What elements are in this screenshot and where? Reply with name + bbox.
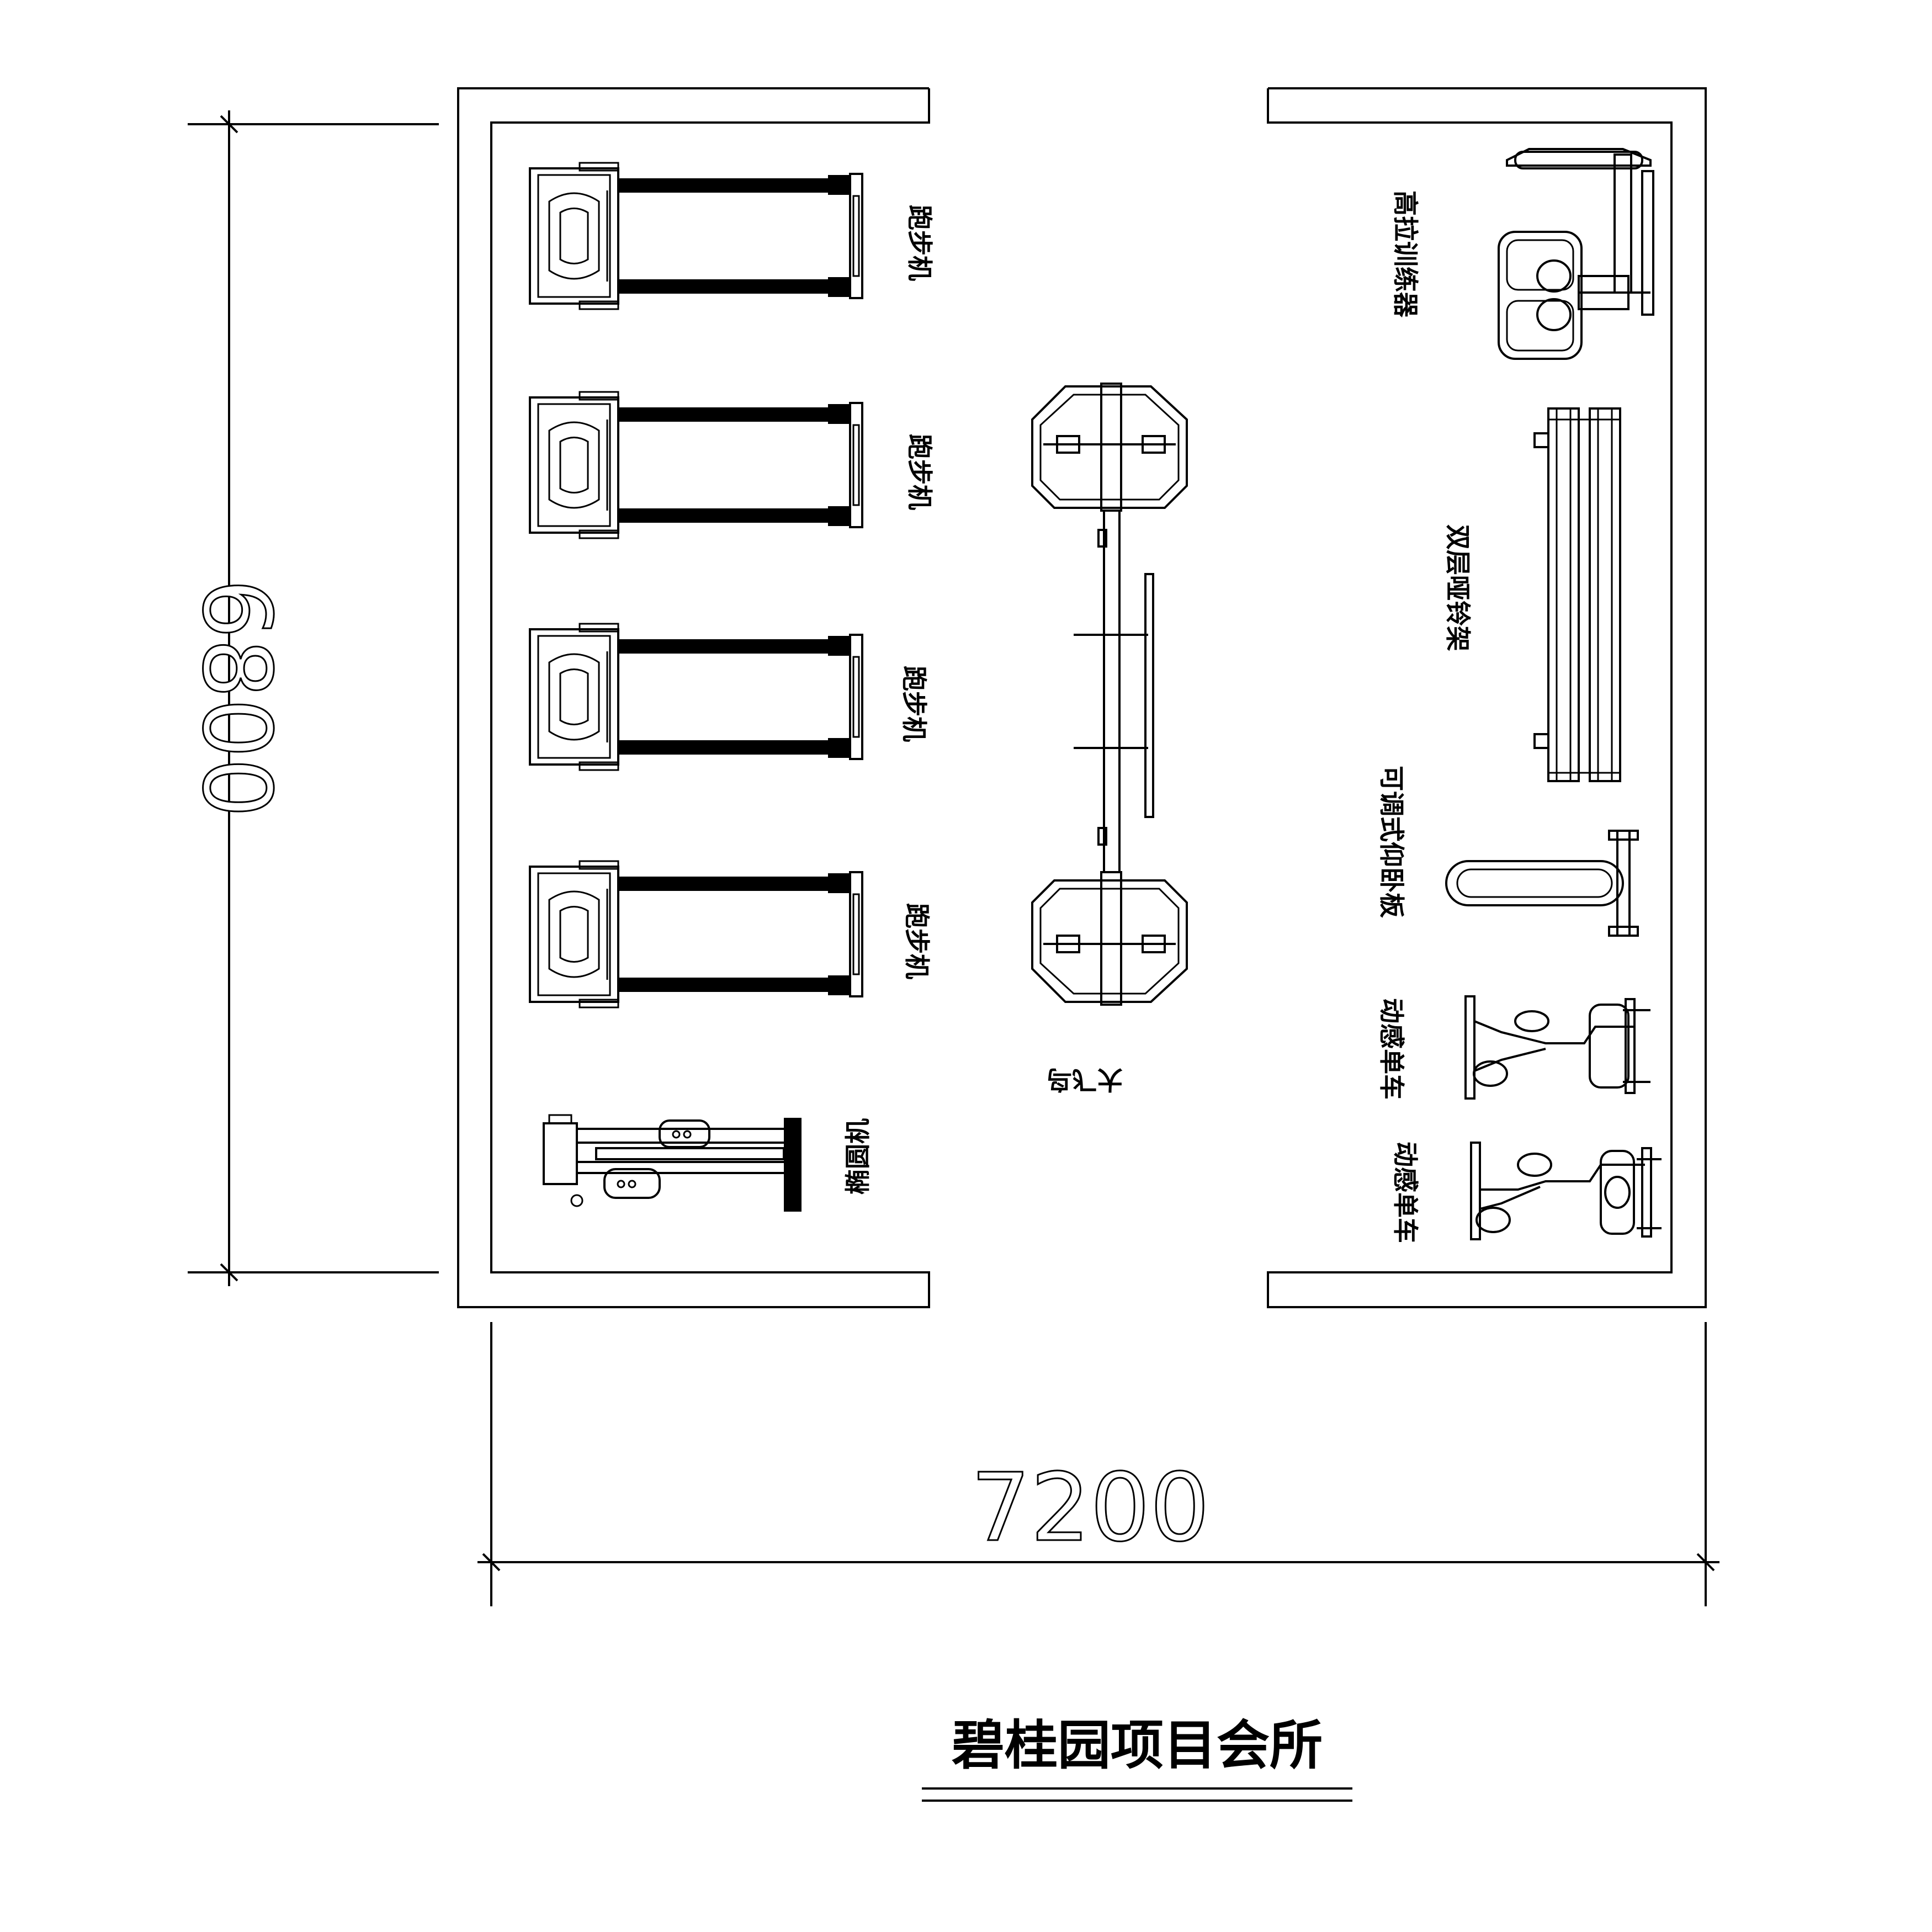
- spin-bike-2-label: 动感单车: [1390, 1142, 1420, 1243]
- spin-bike-1: [1464, 995, 1650, 1100]
- treadmill-1: [529, 162, 863, 310]
- treadmill-4-label: 跑步机: [902, 903, 932, 979]
- spin-bike-1-label: 动感单车: [1377, 998, 1406, 1100]
- situp-board: [1445, 830, 1639, 937]
- elliptical-label: 椭圆机: [843, 1118, 873, 1195]
- title-block: 碧桂园项目会所: [922, 1715, 1352, 1802]
- dumbbell-rack: [1533, 407, 1621, 782]
- height-dimension-text: 6800: [182, 579, 291, 818]
- width-dimension: 7200: [477, 1322, 1719, 1606]
- cable-crossover: [1031, 383, 1188, 1006]
- lat-pull-label: 高拉训练器: [1390, 190, 1420, 318]
- elliptical-machine: [543, 1114, 802, 1212]
- height-dimension: 6800: [181, 110, 439, 1286]
- treadmill-2: [529, 391, 863, 539]
- treadmill-4: [529, 860, 863, 1009]
- situp-board-label: 可调式仰卧板: [1377, 766, 1406, 918]
- treadmill-1-label: 跑步机: [905, 205, 935, 281]
- width-dimension-text: 7200: [971, 1453, 1210, 1563]
- treadmill-3-label: 跑步机: [899, 666, 929, 742]
- cable-crossover-label: 大飞鸟: [1047, 1065, 1123, 1095]
- treadmill-3: [529, 623, 863, 771]
- room-walls: [457, 87, 1707, 1308]
- lat-pull-trainer: [1498, 148, 1654, 360]
- spin-bike-2: [1470, 1142, 1662, 1240]
- drawing-title: 碧桂园项目会所: [952, 1715, 1323, 1776]
- dumbbell-rack-label: 双层哑铃架: [1443, 524, 1473, 651]
- treadmill-2-label: 跑步机: [905, 434, 935, 510]
